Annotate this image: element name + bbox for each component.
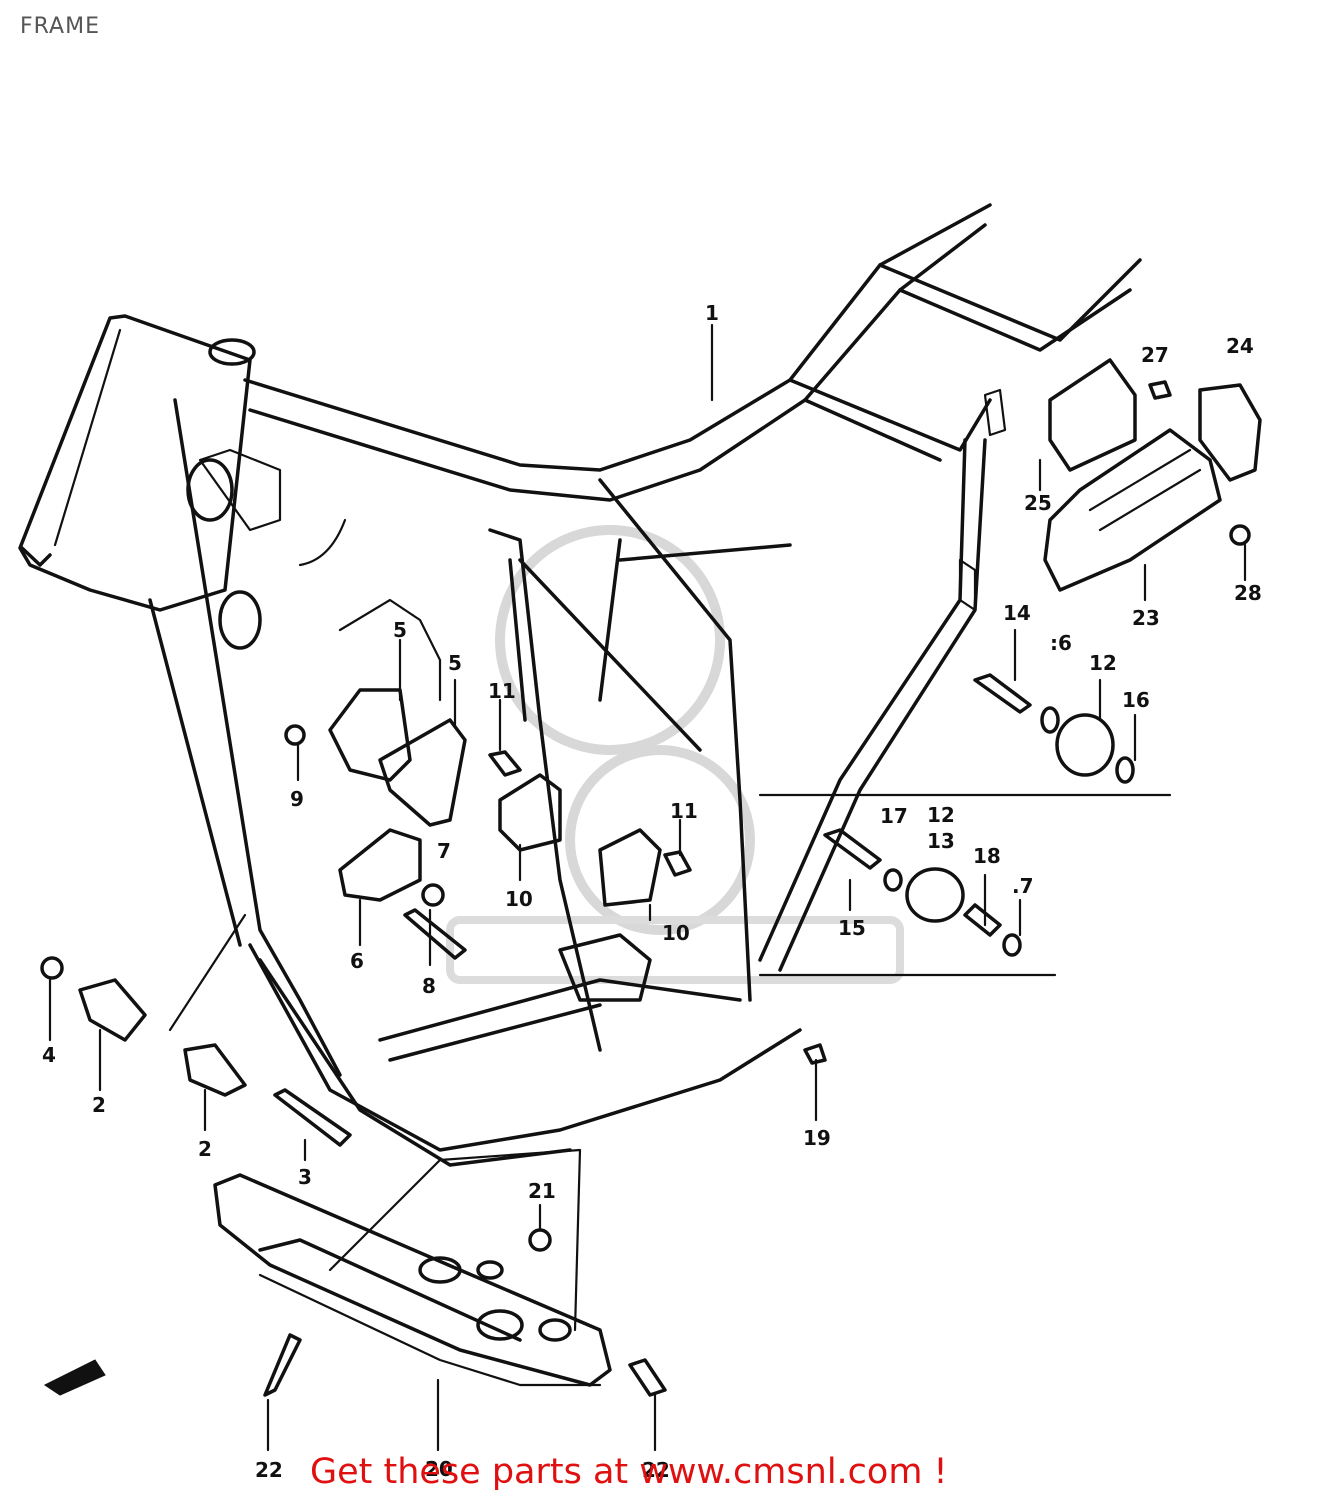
- callout-9: 9: [290, 787, 304, 811]
- leader-lines: [48, 323, 1247, 1452]
- callout-24: 24: [1226, 334, 1254, 358]
- callout-8: 8: [422, 974, 436, 998]
- footer-link[interactable]: Get these parts at www.cmsnl.com !: [310, 1452, 948, 1492]
- front-arrow-icon: [44, 1359, 106, 1396]
- callout-4: 4: [42, 1043, 56, 1067]
- callout-23: 23: [1132, 606, 1160, 630]
- engine-mount-brackets: [328, 688, 662, 1002]
- watermark-logo: [446, 525, 904, 984]
- callout-2: 2: [92, 1093, 106, 1117]
- callout-16: :6: [1050, 631, 1072, 655]
- main-frame: [148, 203, 1142, 1167]
- callout-7: 7: [437, 839, 451, 863]
- callout-10: 10: [662, 921, 690, 945]
- callout-18: 18: [973, 844, 1001, 868]
- callout-2: 2: [198, 1137, 212, 1161]
- callout-25: 25: [1024, 491, 1052, 515]
- callout-22: 22: [255, 1458, 283, 1482]
- callout-3: 3: [298, 1165, 312, 1189]
- head-tube: [18, 314, 256, 612]
- callout-1: 1: [705, 301, 719, 325]
- callout-28: 28: [1234, 581, 1262, 605]
- callout-19: 19: [803, 1126, 831, 1150]
- callout-5: 5: [393, 618, 407, 642]
- callout-7: .7: [1012, 874, 1034, 898]
- callout-15: 15: [838, 916, 866, 940]
- callout-22: 22: [642, 1458, 670, 1482]
- callout-16: 16: [1122, 688, 1150, 712]
- tool-box: [1043, 358, 1262, 592]
- callout-20: 20: [425, 1457, 453, 1481]
- skid-plate: [213, 1148, 612, 1387]
- callout-12: 12: [927, 803, 955, 827]
- callout-14: 14: [1003, 601, 1031, 625]
- brackets-2: [78, 978, 247, 1097]
- page-title: FRAME: [20, 14, 100, 39]
- callout-11: 11: [670, 799, 698, 823]
- rubber-bushings: [883, 706, 1135, 957]
- bolts: [263, 673, 1032, 1397]
- callout-11: 11: [488, 679, 516, 703]
- callout-10: 10: [505, 887, 533, 911]
- callout-12: 12: [1089, 651, 1117, 675]
- callout-21: 21: [528, 1179, 556, 1203]
- callout-6: 6: [350, 949, 364, 973]
- callout-27: 27: [1141, 343, 1169, 367]
- callout-5: 5: [448, 651, 462, 675]
- callout-17: 17: [880, 804, 908, 828]
- callout-labels: 1 2 2 3 4 5 5 6 7 .7 8 9 10 10 11 11 12 …: [42, 301, 1262, 1482]
- callout-13: 13: [927, 829, 955, 853]
